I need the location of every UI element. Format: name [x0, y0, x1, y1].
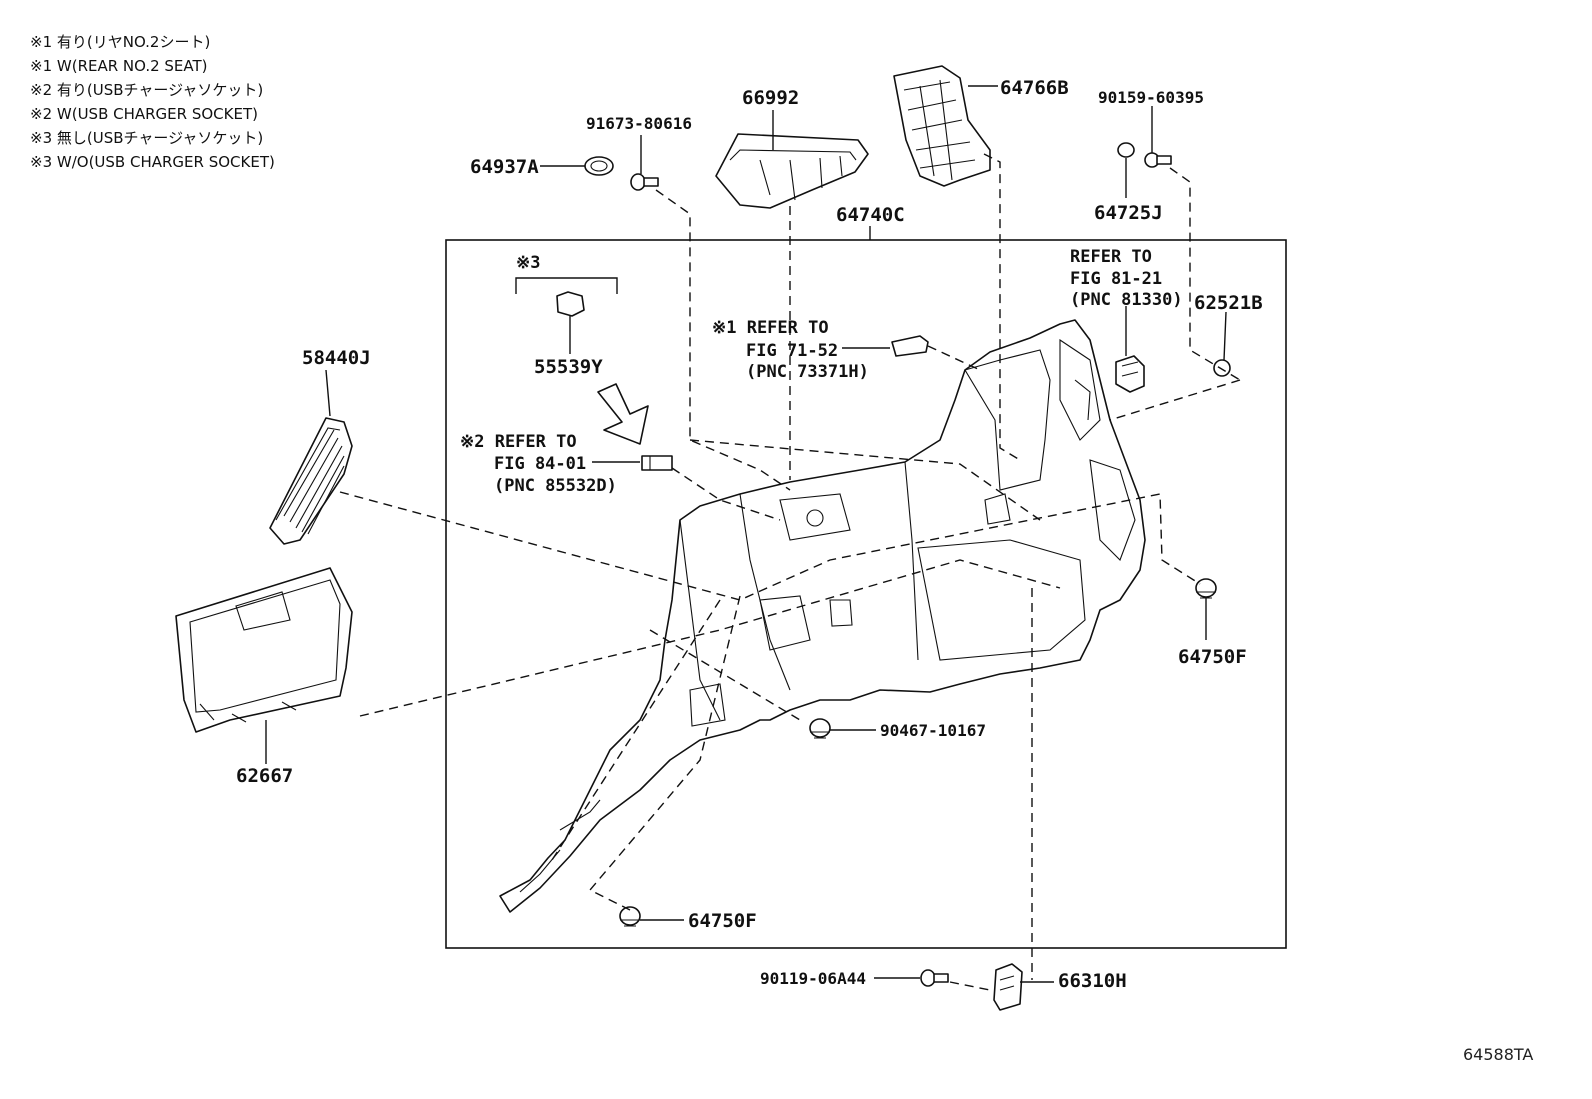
cover-part [893, 65, 991, 187]
note-line: ※3 W/O(USB CHARGER SOCKET) [30, 153, 275, 171]
note-mark: ※3 [516, 253, 540, 273]
storage-box-part [175, 567, 353, 733]
part-label: 90467-10167 [880, 721, 986, 740]
note-line: ※1 有り(リヤNO.2シート) [30, 33, 211, 51]
ref-line: FIG 71-52 [746, 341, 838, 361]
bolt-part [920, 969, 949, 987]
notes-legend: ※1 有り(リヤNO.2シート) ※1 W(REAR NO.2 SEAT) ※2… [30, 30, 275, 174]
part-label: 64750F [688, 910, 757, 932]
note-line: ※2 W(USB CHARGER SOCKET) [30, 105, 258, 123]
tray-part [715, 133, 869, 209]
part-label: 66992 [742, 87, 799, 109]
direction-arrow [597, 383, 649, 445]
note-line: ※2 有り(USBチャージャソケット) [30, 81, 264, 99]
hook-part [993, 963, 1023, 1011]
part-label: 91673-80616 [586, 114, 692, 133]
ref-line: (PNC 85532D) [494, 476, 617, 496]
screw-part [1144, 152, 1172, 168]
ref-line: (PNC 73371H) [746, 362, 869, 382]
part-label: 62521B [1194, 292, 1263, 314]
part-label: 64750F [1178, 646, 1247, 668]
quarter-trim-panel [499, 319, 1146, 913]
part-label: 64725J [1094, 202, 1163, 224]
ref-line: FIG 84-01 [494, 454, 586, 474]
note-line: ※3 無し(USBチャージャソケット) [30, 129, 264, 147]
note-bracket [515, 277, 618, 294]
screw-part [630, 173, 659, 191]
part-label: 62667 [236, 765, 293, 787]
cap-part [1117, 142, 1135, 158]
part-label: 64740C [836, 204, 905, 226]
ref-line: (PNC 81330) [1070, 290, 1183, 310]
ref-line: ※1 REFER TO [712, 318, 829, 338]
assembly-lines [339, 153, 1241, 991]
part-label: 90119-06A44 [760, 969, 866, 988]
usb-socket-part [641, 455, 673, 471]
grommet-part [584, 156, 614, 176]
part-label: 64766B [1000, 77, 1069, 99]
socket-cover-part [556, 291, 585, 317]
seat-bracket-part [891, 335, 929, 357]
grille-part [269, 417, 353, 545]
ref-line: FIG 81-21 [1070, 269, 1162, 289]
clip-part [1213, 359, 1231, 377]
connector-part [1115, 355, 1145, 393]
part-label: 55539Y [534, 356, 603, 378]
ref-line: REFER TO [1070, 247, 1152, 267]
part-label: 64937A [470, 156, 539, 178]
leader-line [1223, 311, 1227, 361]
part-label: 90159-60395 [1098, 88, 1204, 107]
assembly-frame [445, 239, 1287, 949]
ref-line: ※2 REFER TO [460, 432, 577, 452]
push-clip-part [809, 718, 831, 739]
part-label: 66310H [1058, 970, 1127, 992]
push-clip-part [1195, 578, 1217, 599]
push-clip-part [619, 906, 641, 927]
figure-code: 64588TA [1463, 1045, 1533, 1064]
part-label: 58440J [302, 347, 371, 369]
note-line: ※1 W(REAR NO.2 SEAT) [30, 57, 208, 75]
leader-line [325, 369, 331, 417]
